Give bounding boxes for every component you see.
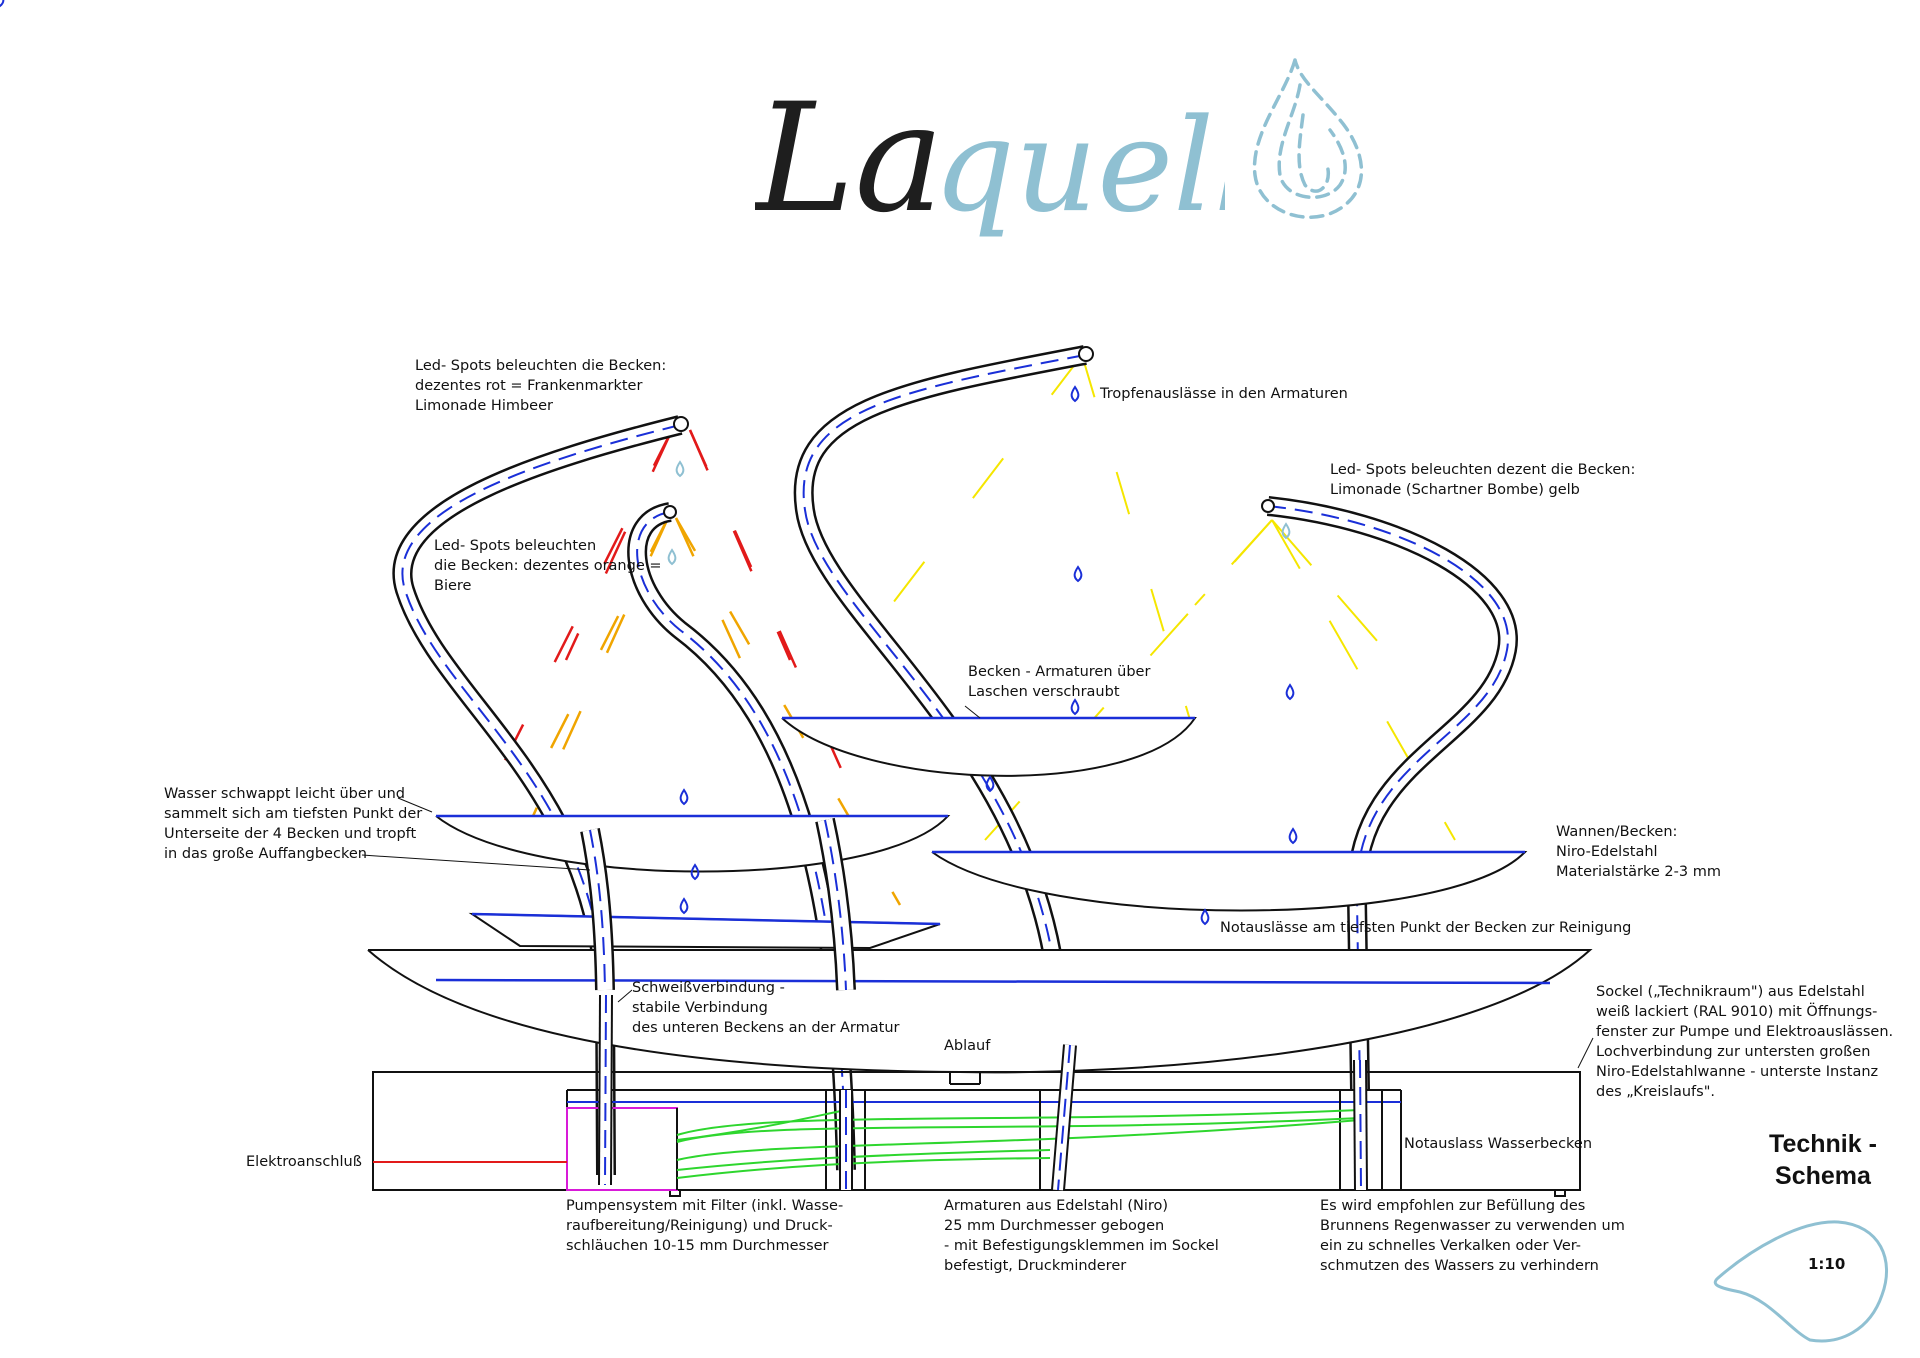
pipe-overlaps [580,817,856,991]
diagram-title: Technik - Schema [1769,1130,1877,1190]
annotation-led-orange: Led- Spots beleuchten die Becken: dezent… [434,538,662,594]
annotation-elektro: Elektroanschluß [246,1154,362,1170]
logo: La quell [752,60,1255,280]
annotation-wannen: Wannen/Becken: Niro-Edelstahl Materialst… [1556,824,1721,880]
drops-blue [679,385,1298,926]
drops-light [667,460,1291,566]
sockel-base [372,1071,1581,1197]
pressure-hoses [676,1109,1361,1179]
annotation-becken-armaturen: Becken - Armaturen über Laschen verschra… [968,664,1151,700]
annotation-led-yellow: Led- Spots beleuchten dezent die Becken:… [1330,462,1636,498]
pipe-nozzles [663,346,1275,519]
basins [367,716,1593,1074]
leader-lines [361,705,1594,1069]
logo-wordmark: La quell [752,72,1255,246]
water-drops [0,0,5,8]
scale-label: 1:10 [1808,1255,1846,1273]
annotation-tropfen: Tropfenauslässe in den Armaturen [1100,386,1348,402]
annotation-empfehlung: Es wird empfohlen zur Befüllung des Brun… [1320,1198,1625,1274]
annotation-pumpe: Pumpensystem mit Filter (inkl. Wasse- ra… [566,1198,844,1254]
annotation-ablauf: Ablauf [944,1038,991,1054]
logo-part-quell: quell [933,92,1225,241]
logo-part-la: La [755,72,944,246]
annotation-notauslaesse: Notauslässe am tiefsten Punkt der Becken… [1220,920,1632,936]
annotation-armaturen: Armaturen aus Edelstahl (Niro) 25 mm Dur… [944,1198,1219,1274]
pump-box [566,1107,678,1191]
annotation-schweiss: Schweißverbindung - stabile Verbindung d… [632,980,900,1036]
annotation-notauslass-wasser: Notauslass Wasserbecken [1404,1136,1593,1152]
led-beams-yellow [879,354,1456,841]
annotation-wasser: Wasser schwappt leicht über und sammelt … [164,786,423,862]
water-puddle-outline-icon [1713,1220,1888,1343]
annotation-sockel: Sockel („Technikraum") aus Edelstahl wei… [1596,984,1894,1100]
water-drop-dashed-icon [1252,58,1364,219]
annotation-led-red: Led- Spots beleuchten die Becken: dezent… [415,358,667,414]
led-beams-red [488,429,857,801]
